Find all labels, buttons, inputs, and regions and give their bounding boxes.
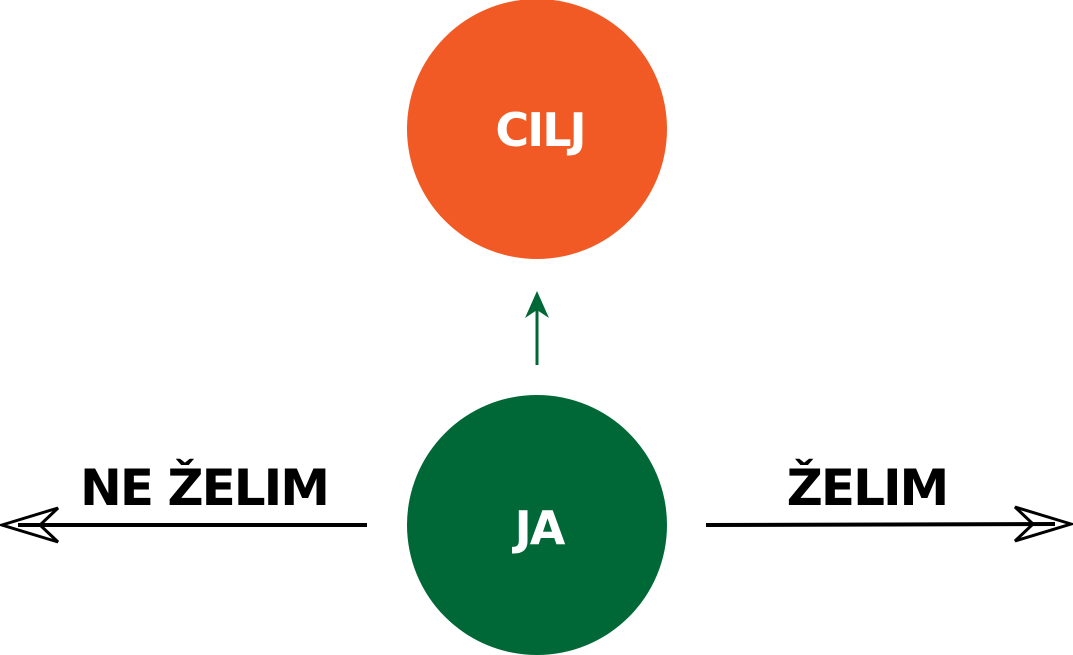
arrow-right-shaft	[705, 522, 1056, 527]
arrow-up-head	[525, 291, 549, 318]
self-label: JA	[512, 501, 566, 555]
arrow-not-want: NE ŽELIM	[0, 458, 367, 544]
goal-circle	[407, 0, 667, 259]
arrow-up-to-goal	[525, 291, 549, 365]
self-circle	[407, 395, 667, 655]
arrow-left-head	[0, 506, 60, 544]
goal-label: CILJ	[495, 103, 584, 157]
arrow-right-head	[1013, 505, 1073, 543]
want-label: ŽELIM	[787, 458, 948, 517]
arrow-want: ŽELIM	[705, 458, 1073, 543]
goal-node: CILJ	[407, 0, 667, 259]
self-node: JA	[407, 395, 667, 655]
not-want-label: NE ŽELIM	[80, 458, 328, 517]
